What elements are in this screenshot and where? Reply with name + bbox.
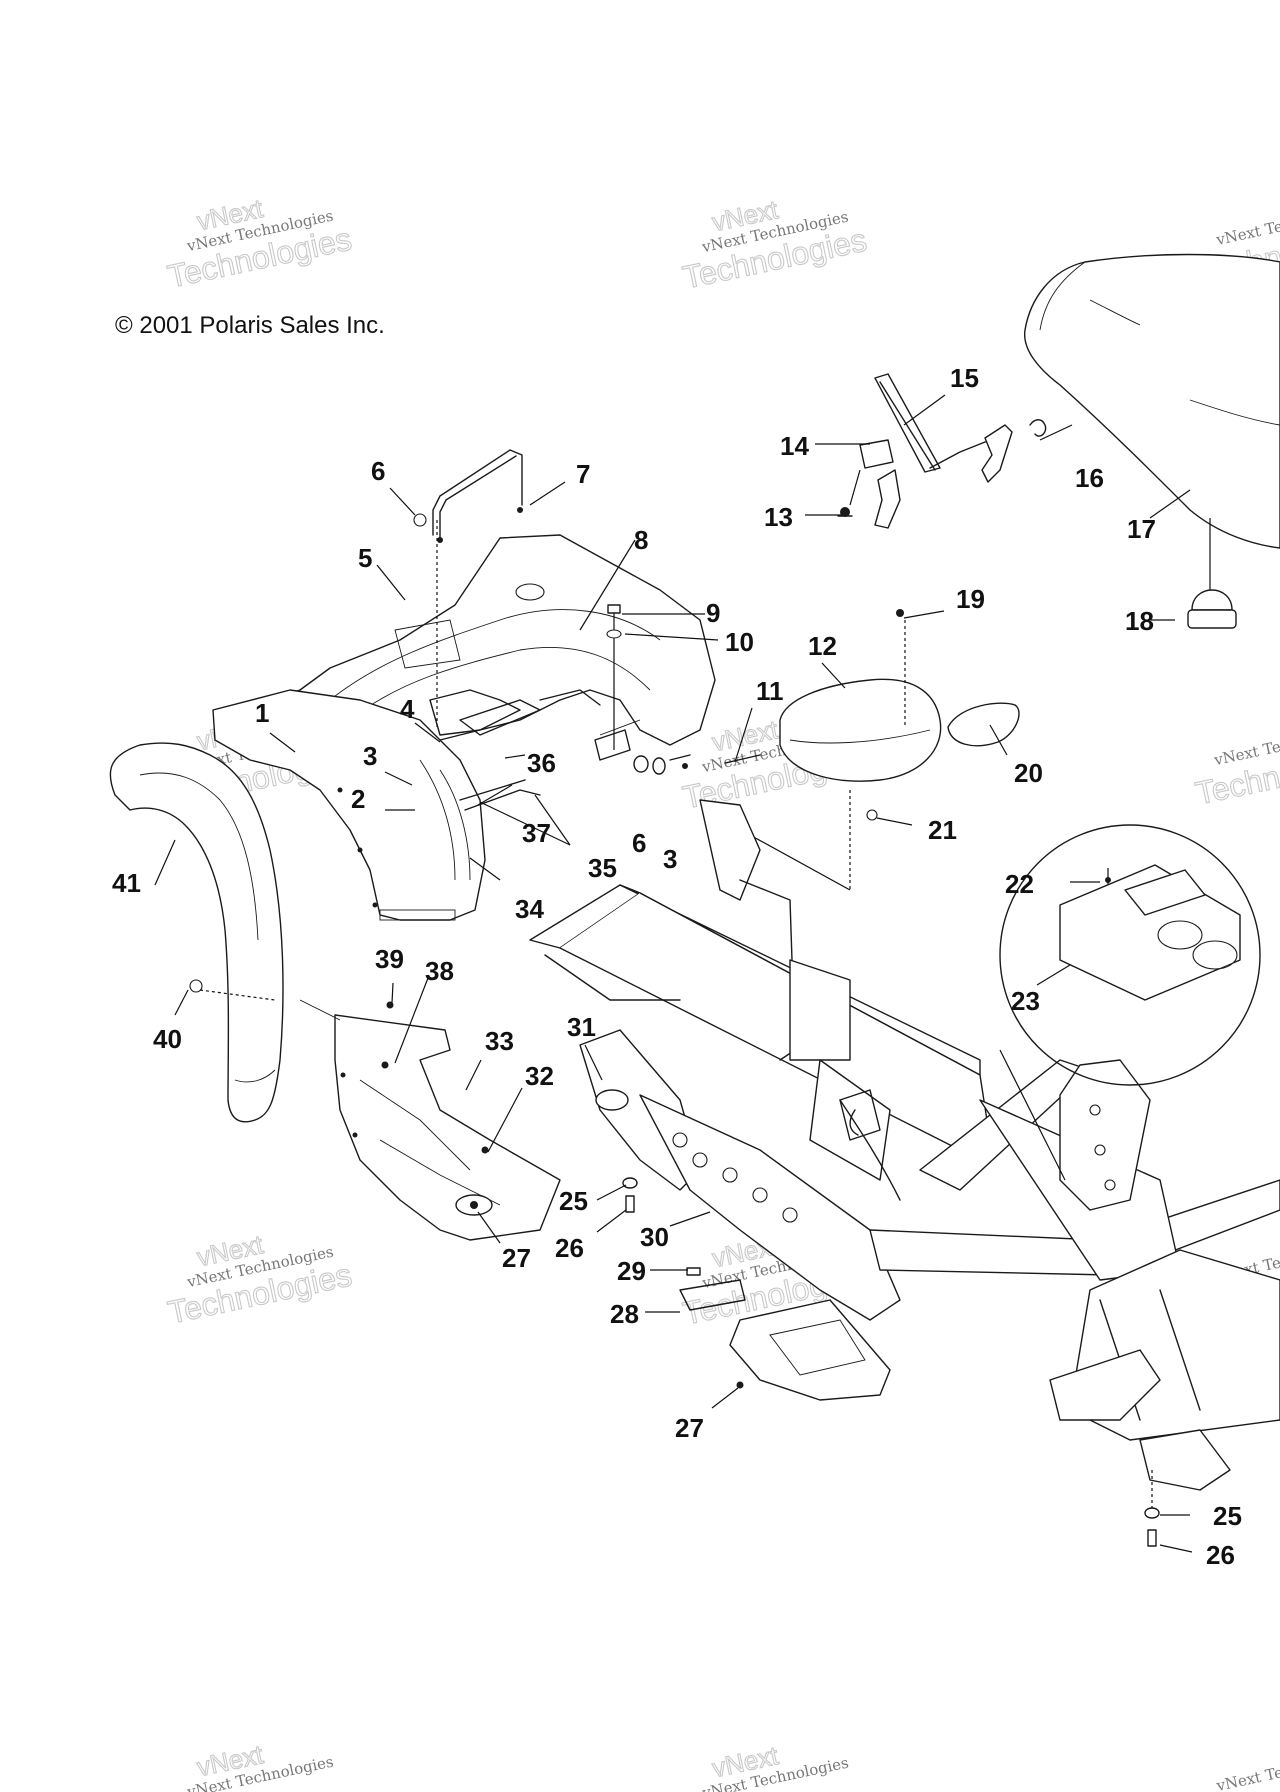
callout-27: 27: [675, 1413, 704, 1443]
callout-39: 39: [375, 944, 404, 974]
callout-22: 22: [1005, 869, 1034, 899]
callout-38: 38: [425, 956, 454, 986]
callout-13: 13: [764, 502, 793, 532]
seat-latch-cable-drawing: [837, 373, 1047, 529]
watermark-top-center: vNext vNext Technologies Technologies: [679, 194, 870, 297]
callout-19: 19: [956, 584, 985, 614]
callout-8: 8: [634, 525, 648, 555]
fasteners-drawing: [606, 604, 761, 775]
seat-latch-drawing: [1187, 518, 1237, 629]
callout-23: 23: [1011, 986, 1040, 1016]
callout-12: 12: [808, 631, 837, 661]
frame-bolts-drawing: [622, 1177, 1160, 1547]
watermark-top-left: vNext vNext Technologies Technologies: [164, 192, 355, 295]
callout-4: 4: [400, 694, 415, 724]
rear-fender-drawing: [212, 689, 486, 921]
callout-labels: 1 2 3 3 4 5 6 6 7 8 9 10 11 12 13 14 15 …: [112, 363, 1242, 1570]
leader-lines: [154, 394, 1193, 1553]
callout-3: 3: [363, 741, 377, 771]
watermark-bottom-left: vNext vNext Technologies: [185, 1738, 335, 1792]
callout-36: 36: [527, 748, 556, 778]
callout-31: 31: [567, 1012, 596, 1042]
callout-10: 10: [725, 627, 754, 657]
callout-40: 40: [153, 1024, 182, 1054]
callout-15: 15: [950, 363, 979, 393]
callout-37: 37: [522, 818, 551, 848]
seat-drawing: [1024, 253, 1280, 549]
callout-11: 11: [756, 676, 784, 706]
callout-35: 35: [588, 853, 617, 883]
callout-26: 26: [555, 1233, 584, 1263]
frame-drawing: [529, 799, 1280, 1491]
callout-1: 1: [255, 698, 269, 728]
grab-handle-drawing: [432, 449, 523, 543]
watermark-bottom-right: vNext Technologies: [1214, 1746, 1280, 1792]
callout-41: 41: [112, 868, 141, 898]
callout-34: 34: [515, 894, 544, 924]
callout-5: 5: [358, 543, 372, 573]
callout-25: 25: [1213, 1501, 1242, 1531]
callout-7: 7: [576, 459, 590, 489]
callout-2: 2: [351, 784, 365, 814]
callout-17: 17: [1127, 514, 1156, 544]
watermark-low-left: vNext vNext Technologies Technologies: [164, 1228, 355, 1331]
copyright-notice: © 2001 Polaris Sales Inc.: [115, 312, 385, 339]
callout-6: 6: [371, 456, 385, 486]
callout-32: 32: [525, 1061, 554, 1091]
callout-6: 6: [632, 828, 646, 858]
callout-27: 27: [502, 1243, 531, 1273]
callout-9: 9: [706, 598, 720, 628]
callout-21: 21: [928, 815, 957, 845]
rear-bumper-tube-drawing: [109, 742, 284, 1123]
inset-bolt-drawing: [1105, 868, 1111, 885]
watermark-mid-right: vNext Technologies Technologies: [1192, 721, 1280, 813]
callout-3: 3: [663, 844, 677, 874]
callout-18: 18: [1125, 606, 1154, 636]
cushion-drawing: [779, 678, 1020, 782]
inset-detail-drawing: [999, 824, 1261, 1181]
footwell-drawing: [299, 999, 561, 1241]
callout-33: 33: [485, 1026, 514, 1056]
callout-20: 20: [1014, 758, 1043, 788]
callout-16: 16: [1075, 463, 1104, 493]
watermark-bottom-center: vNext vNext Technologies: [700, 1740, 850, 1792]
watermark-company: vNext Technologies: [1214, 1746, 1280, 1792]
callout-29: 29: [617, 1256, 646, 1286]
callout-14: 14: [780, 431, 809, 461]
callout-28: 28: [610, 1299, 639, 1329]
callout-26: 26: [1206, 1540, 1235, 1570]
callout-30: 30: [640, 1222, 669, 1252]
callout-25: 25: [559, 1186, 588, 1216]
